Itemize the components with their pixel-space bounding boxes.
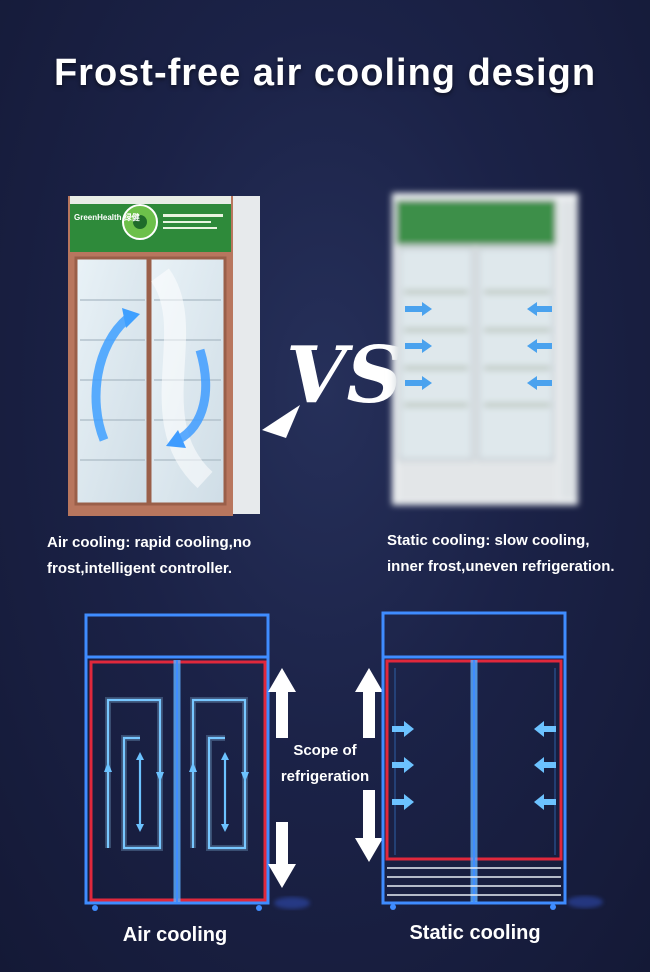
page-title: Frost-free air cooling design [53, 52, 597, 94]
caption-line: frost,intelligent controller. [47, 560, 233, 577]
static-cooling-caption: Static cooling: slow cooling, inner fros… [387, 528, 647, 580]
vs-text: VS [286, 330, 403, 421]
air-cooling-diagram [84, 613, 310, 911]
airflow-arrow-icon [91, 314, 132, 442]
scope-label: Scope of refrigeration [270, 738, 380, 790]
air-cooling-fridge-photo: GreenHealth 绿健 [68, 196, 260, 516]
up-arrow-icon [268, 668, 296, 738]
scope-arrows [268, 668, 383, 888]
caption-line: Static cooling: slow cooling, [387, 532, 590, 549]
static-cooling-diagram [381, 611, 603, 910]
caption-line: Air cooling: rapid cooling,no [47, 534, 252, 551]
scope-label-line: refrigeration [280, 768, 370, 785]
down-arrow-icon [268, 822, 296, 888]
airflow-arrow-icon [175, 348, 211, 444]
up-arrow-icon [355, 668, 383, 738]
scope-label-line: Scope of [293, 742, 357, 759]
air-cooling-label: Air cooling [122, 924, 228, 946]
brand-text: GreenHealth 绿健 [74, 212, 140, 222]
static-cooling-label: Static cooling [409, 922, 541, 944]
caption-line: inner frost,uneven refrigeration. [387, 558, 615, 575]
air-cooling-caption: Air cooling: rapid cooling,no frost,inte… [47, 530, 307, 582]
static-airflow-arrows [405, 302, 552, 390]
vs-mark: VS [262, 330, 403, 438]
down-arrow-icon [355, 790, 383, 862]
static-cooling-fridge-photo [392, 193, 578, 505]
